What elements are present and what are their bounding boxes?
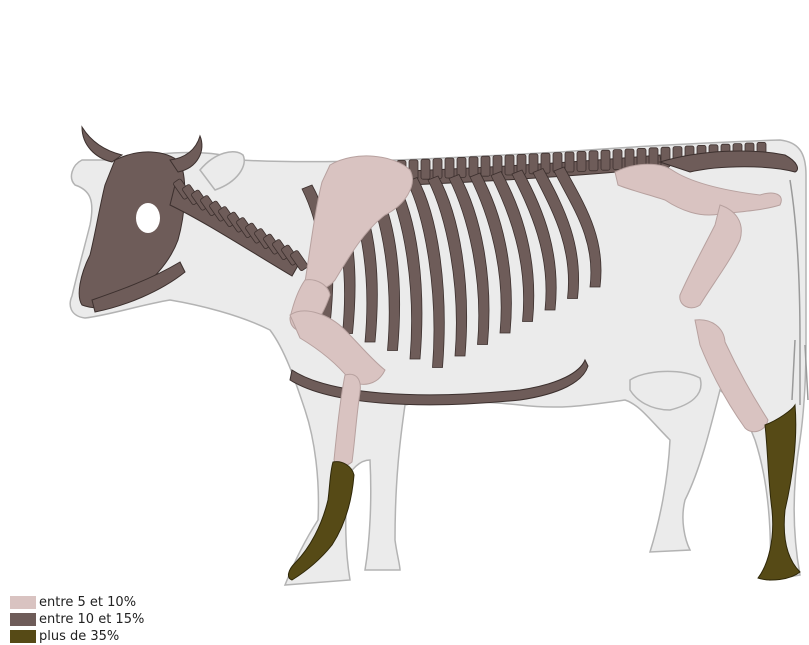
vertebra xyxy=(433,159,442,179)
legend-item: plus de 35% xyxy=(10,628,144,645)
legend-swatch-dark xyxy=(10,630,36,643)
vertebra xyxy=(445,158,454,178)
vertebra xyxy=(421,159,430,179)
eye-socket xyxy=(136,203,160,233)
legend: entre 5 et 10% entre 10 et 15% plus de 3… xyxy=(10,594,144,645)
vertebra xyxy=(601,150,610,170)
vertebra xyxy=(589,151,598,171)
legend-label: entre 5 et 10% xyxy=(39,595,136,610)
horn-left xyxy=(82,127,122,162)
legend-label: entre 10 et 15% xyxy=(39,612,144,627)
legend-label: plus de 35% xyxy=(39,629,119,644)
legend-item: entre 5 et 10% xyxy=(10,594,144,611)
vertebra xyxy=(505,155,514,175)
legend-swatch-medium xyxy=(10,613,36,626)
vertebra xyxy=(613,150,622,170)
legend-item: entre 10 et 15% xyxy=(10,611,144,628)
vertebra xyxy=(577,151,586,171)
vertebra xyxy=(469,157,478,177)
vertebra xyxy=(565,152,574,172)
vertebra xyxy=(481,156,490,176)
legend-swatch-light xyxy=(10,596,36,609)
